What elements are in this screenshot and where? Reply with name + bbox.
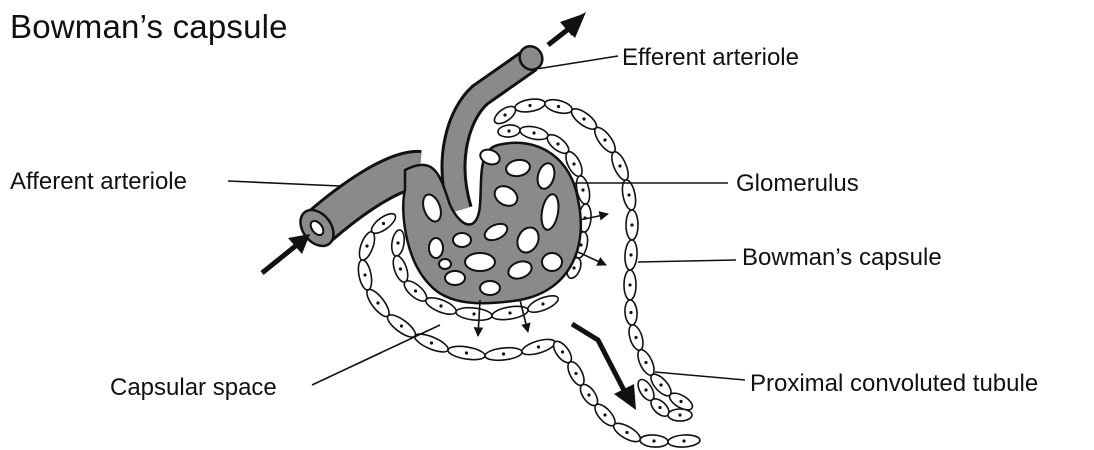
cell-nucleus bbox=[400, 324, 403, 327]
cell-nucleus bbox=[561, 350, 564, 353]
cell-nucleus bbox=[528, 104, 531, 107]
cell-nucleus bbox=[532, 131, 535, 134]
glomerulus-tuft bbox=[294, 42, 581, 303]
cell-nucleus bbox=[414, 289, 417, 292]
cell-nucleus bbox=[634, 336, 637, 339]
cell-nucleus bbox=[630, 223, 633, 226]
cell-nucleus bbox=[363, 273, 366, 276]
cell-nucleus bbox=[541, 302, 544, 305]
cell-nucleus bbox=[628, 283, 631, 286]
cell-nucleus bbox=[629, 311, 632, 314]
cell-nucleus bbox=[557, 105, 560, 108]
cell-nucleus bbox=[574, 372, 577, 375]
cell-nucleus bbox=[659, 383, 662, 386]
cell-nucleus bbox=[465, 351, 468, 354]
cell-nucleus bbox=[581, 188, 584, 191]
cell-nucleus bbox=[678, 413, 681, 416]
cell-nucleus bbox=[679, 400, 682, 403]
cell-nucleus bbox=[503, 113, 506, 116]
cell-nucleus bbox=[365, 244, 368, 247]
cell-nucleus bbox=[618, 164, 621, 167]
cell-nucleus bbox=[507, 129, 510, 132]
cell-nucleus bbox=[399, 267, 402, 270]
cell-nucleus bbox=[472, 312, 475, 315]
cell-nucleus bbox=[644, 388, 647, 391]
cell-nucleus bbox=[658, 406, 661, 409]
cell-nucleus bbox=[644, 361, 647, 364]
cell-nucleus bbox=[629, 253, 632, 256]
cell-nucleus bbox=[652, 439, 655, 442]
cell-nucleus bbox=[582, 117, 585, 120]
cell-nucleus bbox=[382, 222, 385, 225]
cell-nucleus bbox=[572, 266, 575, 269]
cell-nucleus bbox=[625, 431, 628, 434]
cell-nucleus bbox=[603, 413, 606, 416]
cell-nucleus bbox=[508, 311, 511, 314]
cell-nucleus bbox=[537, 345, 540, 348]
cell-nucleus bbox=[439, 304, 442, 307]
cell-nucleus bbox=[603, 138, 606, 141]
cell-nucleus bbox=[376, 301, 379, 304]
cell-nucleus bbox=[627, 193, 630, 196]
cell-nucleus bbox=[430, 341, 433, 344]
inflow-arrow bbox=[262, 244, 298, 273]
cell-nucleus bbox=[396, 241, 399, 244]
cell-nucleus bbox=[572, 162, 575, 165]
cell-nucleus bbox=[587, 393, 590, 396]
cell-nucleus bbox=[556, 142, 559, 145]
cell-nucleus bbox=[682, 439, 685, 442]
cell-nucleus bbox=[502, 352, 505, 355]
